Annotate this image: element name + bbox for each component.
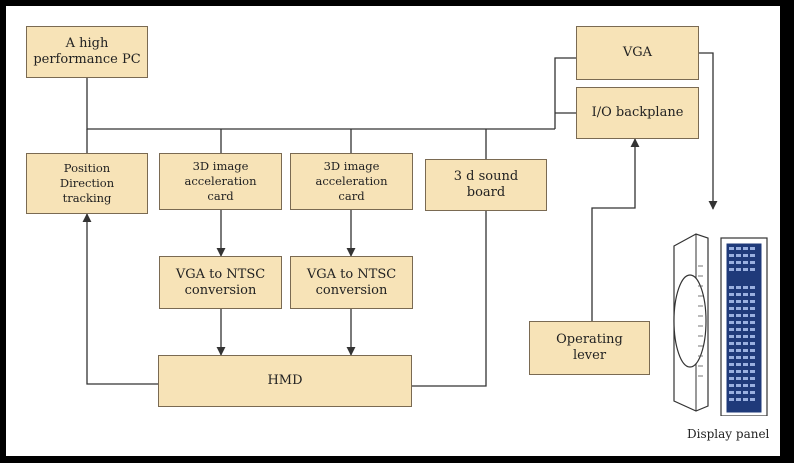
- display-panel-caption: Display panel: [687, 427, 770, 441]
- line-sound-hmd: [412, 211, 487, 387]
- box-high-performance-pc: A high performance PC: [26, 26, 148, 78]
- box-3d-image-card-1: 3D image acceleration card: [159, 153, 282, 210]
- box-position-tracking: Position Direction tracking: [26, 153, 148, 214]
- display-panel-illustration: [673, 233, 768, 416]
- arrow-vga-display: [699, 52, 718, 210]
- box-vga-to-ntsc-2: VGA to NTSC conversion: [290, 256, 413, 309]
- box-io-backplane: I/O backplane: [576, 87, 699, 139]
- box-3d-image-card-2: 3D image acceleration card: [290, 153, 413, 210]
- box-3d-sound-board: 3 d sound board: [425, 159, 547, 211]
- box-hmd: HMD: [158, 355, 412, 407]
- box-operating-lever: Operating lever: [529, 321, 650, 375]
- diagram-canvas: A high performance PC VGA I/O backplane …: [6, 6, 780, 456]
- arrow-hmd-pos: [82, 213, 158, 385]
- connector-lines: [82, 52, 718, 387]
- bus-line: [86, 57, 576, 130]
- box-vga: VGA: [576, 26, 699, 80]
- box-vga-to-ntsc-1: VGA to NTSC conversion: [159, 256, 282, 309]
- arrow-lever-io: [591, 138, 640, 321]
